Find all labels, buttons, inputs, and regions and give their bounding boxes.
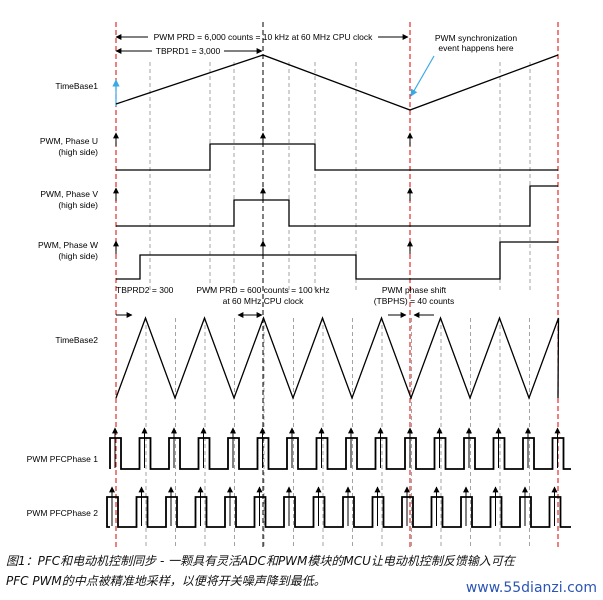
- center-markers: [145, 62, 531, 548]
- phase-v-waveform: [116, 185, 558, 227]
- prd1-label: PWM PRD = 6,000 counts = 10 kHz at 60 MH…: [154, 32, 373, 42]
- phase-w-markers: [113, 240, 413, 254]
- caption-line-1: 图1：PFC和电动机控制同步 - 一颗具有灵活ADC和PWM模块的MCU让电动机…: [6, 554, 515, 568]
- label-phase-w-side: (high side): [58, 251, 98, 261]
- timebase1-waveform: [115, 54, 559, 111]
- label-phase-u-side: (high side): [58, 147, 98, 157]
- prd1-dimension: PWM PRD = 6,000 counts = 10 kHz at 60 MH…: [115, 32, 409, 56]
- label-timebase1: TimeBase1: [55, 81, 98, 91]
- sync-note-arrow: [410, 55, 435, 97]
- site-watermark: www.55dianzi.com: [465, 580, 597, 596]
- prd2-label-1: PWM PRD = 600 counts = 100 kHz: [196, 285, 329, 295]
- phase-v-markers: [113, 187, 413, 201]
- sync-note-line2: event happens here: [438, 43, 513, 53]
- shift-label-2: (TBPHS) = 40 counts: [374, 296, 455, 306]
- tbprd1-label: TBPRD1 = 3,000: [156, 46, 221, 56]
- phase-u-markers: [113, 132, 413, 146]
- pfc-phase2-markers: [109, 486, 558, 526]
- label-phase-v: PWM, Phase V: [40, 189, 98, 199]
- label-phase-v-side: (high side): [58, 200, 98, 210]
- timebase2-waveform: [115, 316, 560, 400]
- label-pfc-phase-1: PWM PFCPhase 1: [27, 454, 99, 464]
- pfc-phase2-waveform: [106, 496, 571, 528]
- figure-caption: 图1：PFC和电动机控制同步 - 一颗具有灵活ADC和PWM模块的MCU让电动机…: [6, 551, 602, 591]
- label-phase-u: PWM, Phase U: [40, 136, 98, 146]
- phase-w-waveform: [116, 241, 558, 280]
- pfc-phase1-waveform: [109, 437, 571, 470]
- label-phase-w: PWM, Phase W: [38, 240, 98, 250]
- shift-label-1: PWM phase shift: [382, 285, 447, 295]
- label-pfc-phase-2: PWM PFCPhase 2: [27, 508, 99, 518]
- sync-event-note: PWM synchronization event happens here: [112, 33, 517, 106]
- pfc-phase1-markers: [112, 427, 561, 468]
- sync-note-line1: PWM synchronization: [435, 33, 517, 43]
- phase-u-waveform: [116, 143, 558, 171]
- caption-line-2: PFC PWM的中点被精准地采样，以便将开关噪声降到最低。: [6, 574, 326, 588]
- pwm-timing-diagram: TimeBase1 PWM, Phase U (high side) PWM, …: [27, 22, 571, 548]
- label-timebase2: TimeBase2: [55, 335, 98, 345]
- tbprd2-dimension: TBPRD2 = 300 PWM PRD = 600 counts = 100 …: [116, 285, 455, 318]
- prd2-label-2: at 60 MHz CPU clock: [223, 296, 305, 306]
- tbprd2-label: TBPRD2 = 300: [116, 285, 174, 295]
